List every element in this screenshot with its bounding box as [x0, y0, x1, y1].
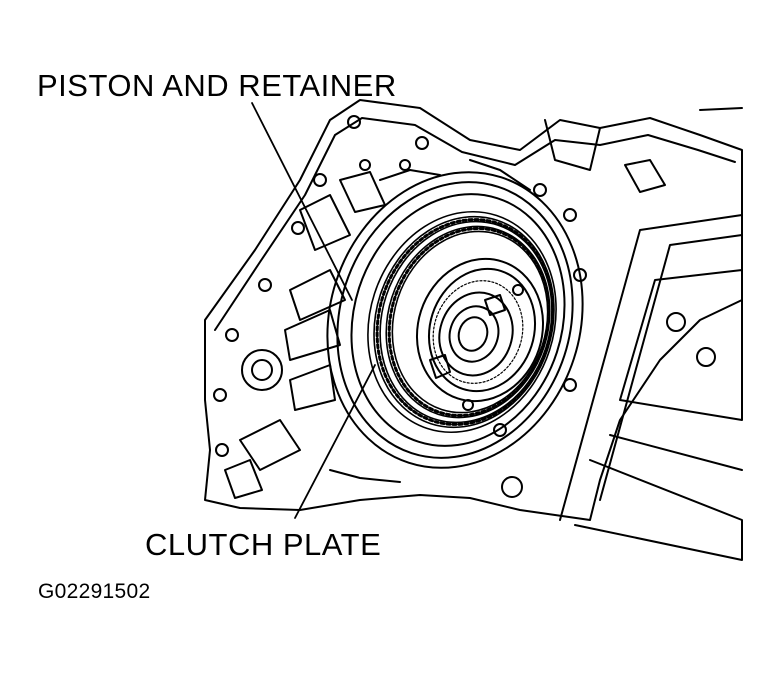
valve-body-panel	[619, 269, 743, 421]
case-left-ribs	[224, 171, 386, 499]
figure-code: G02291502	[38, 580, 151, 603]
valve-body-slot	[609, 434, 743, 471]
clutch-plate-label: CLUTCH PLATE	[145, 527, 382, 562]
clutch-hub	[415, 257, 545, 411]
lower-rib	[329, 469, 401, 483]
snap-ring-teeth	[432, 280, 524, 384]
piston-leader-line	[251, 102, 353, 301]
case-edge-top	[699, 107, 743, 111]
clutch-leader-line	[294, 364, 376, 519]
valve-body-housing	[559, 214, 743, 561]
boss-top-right	[624, 159, 666, 193]
piston-and-retainer-label: PISTON AND RETAINER	[37, 68, 397, 103]
clutch-plate-teeth	[375, 218, 555, 426]
piston-and-retainer	[326, 171, 584, 469]
case-rib	[544, 119, 601, 171]
case-flange-inner	[214, 117, 736, 331]
upper-rib	[379, 169, 441, 181]
upper-rib-2	[469, 159, 531, 191]
transmission-case-outline	[204, 99, 743, 521]
